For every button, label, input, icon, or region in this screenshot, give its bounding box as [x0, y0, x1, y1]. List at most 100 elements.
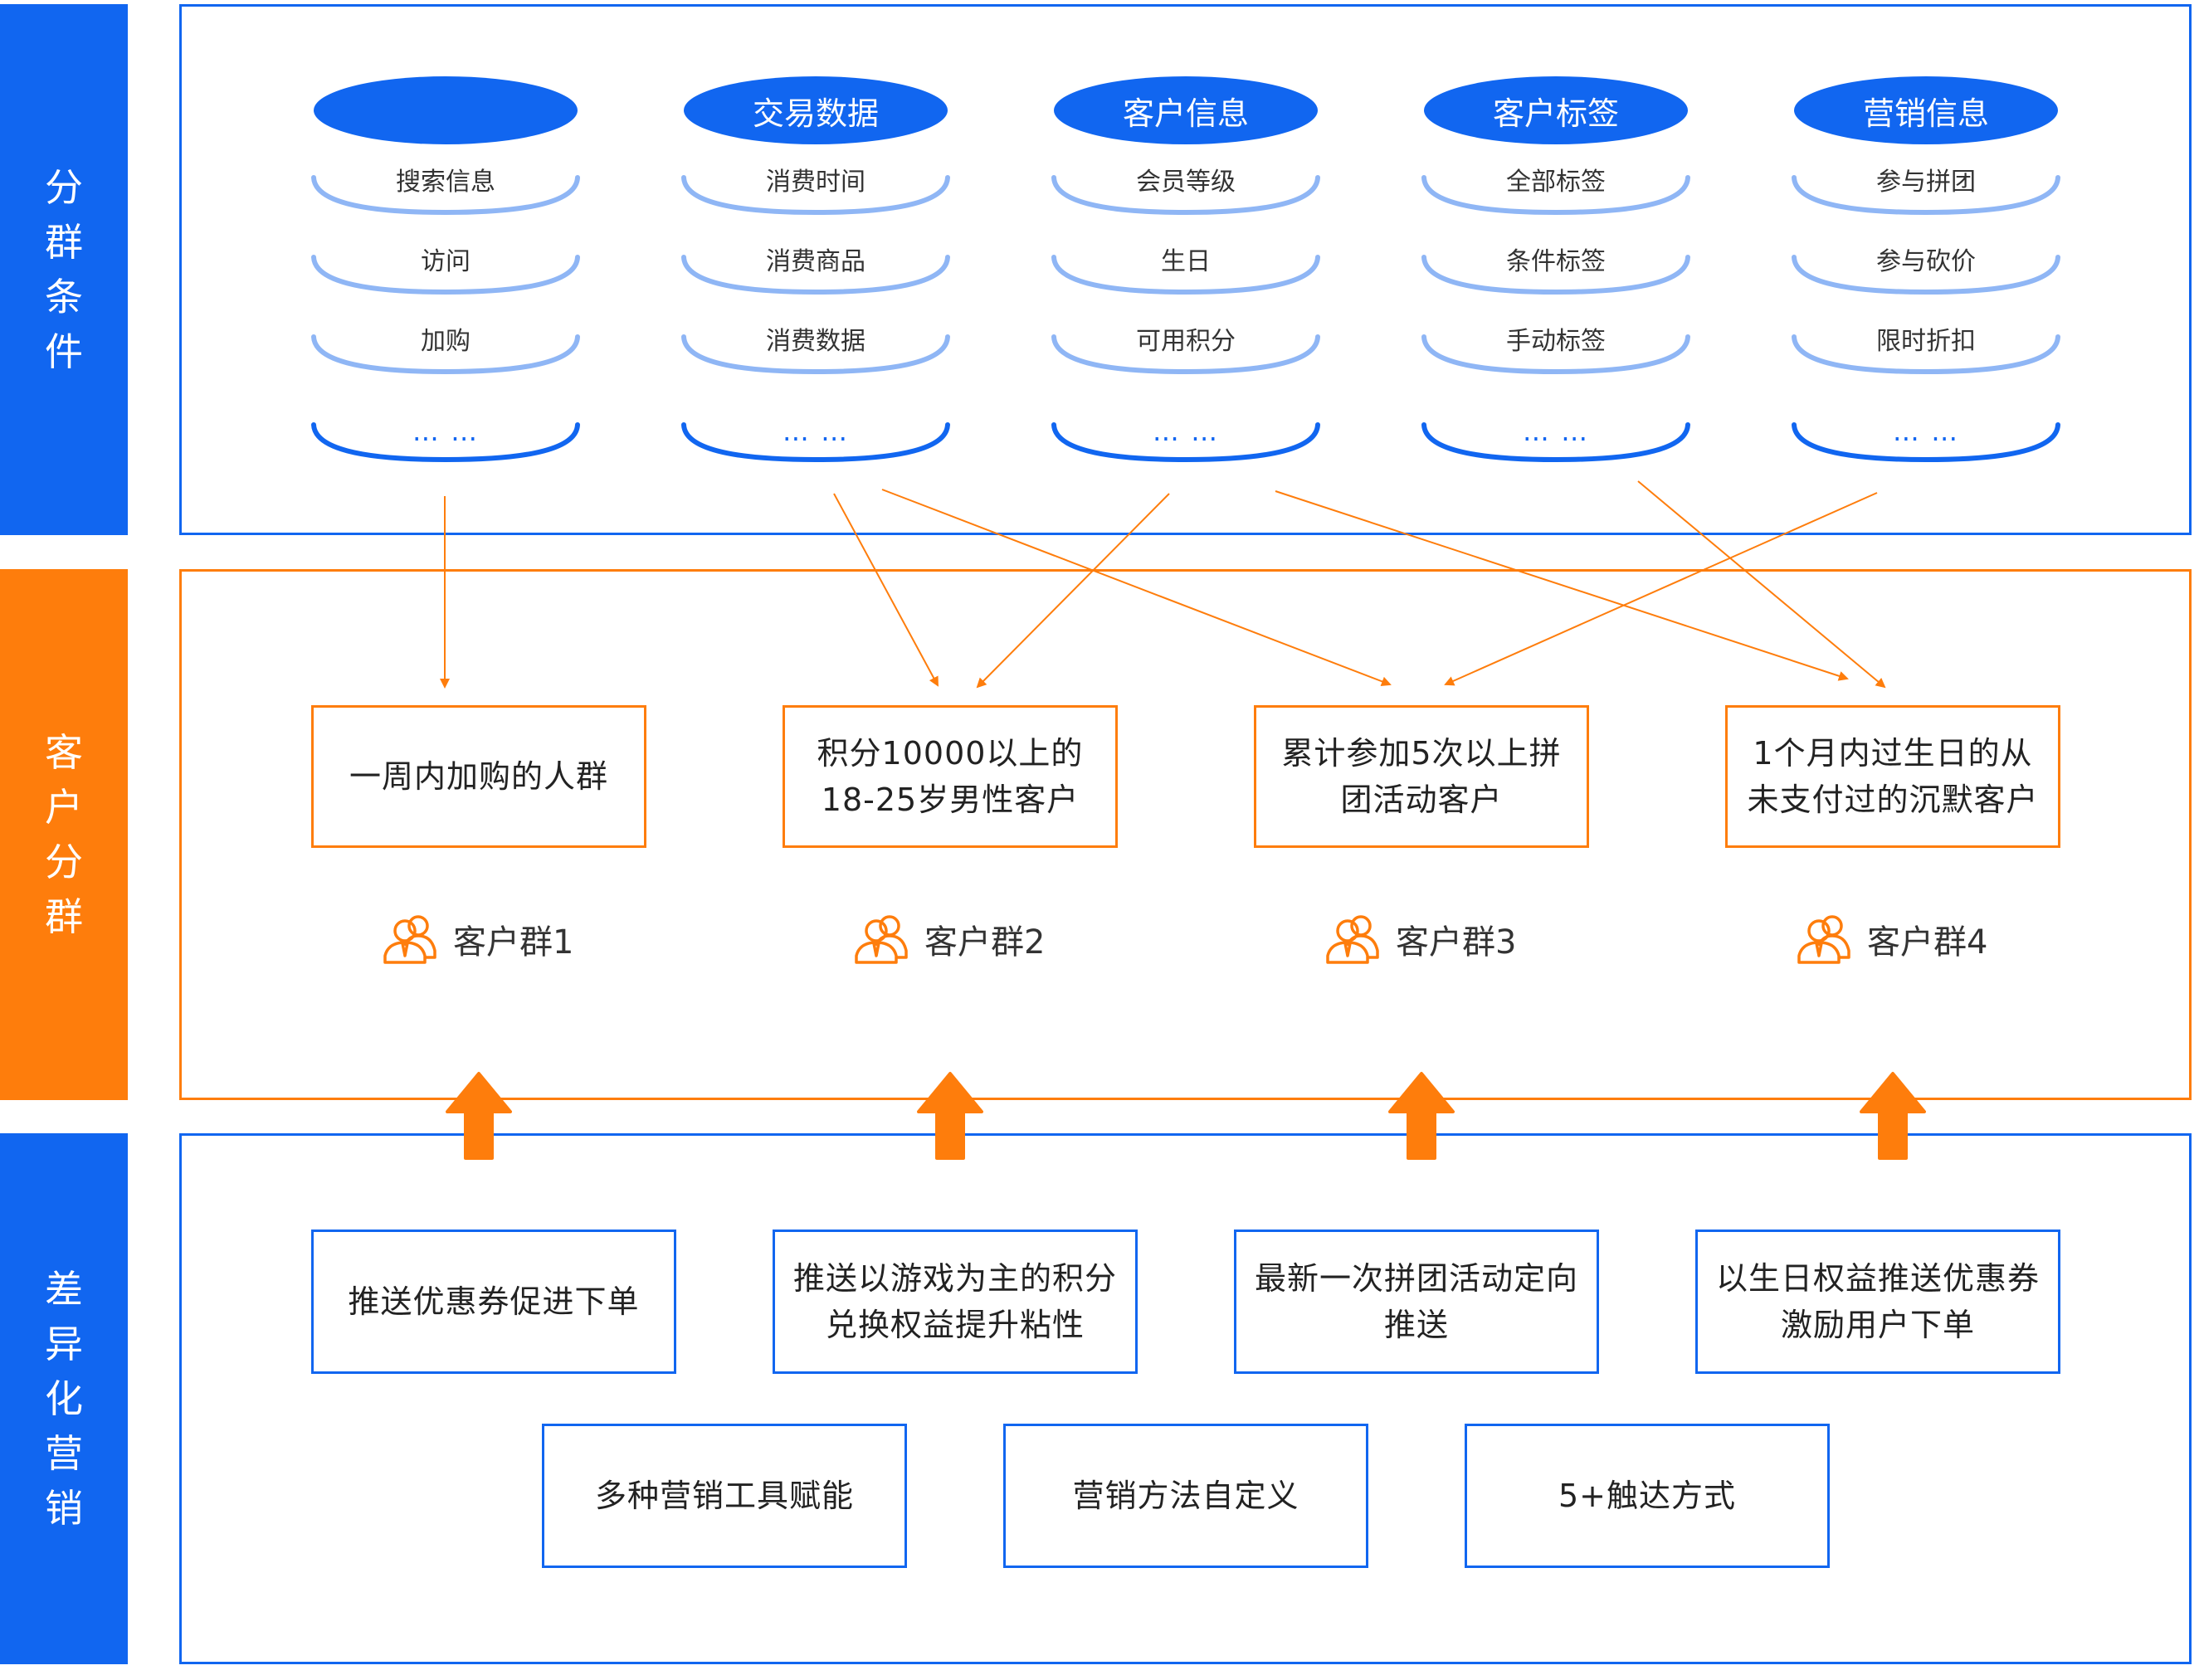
- disk-arc: [1792, 175, 2060, 216]
- condition-more: … …: [1049, 416, 1323, 466]
- condition-item: 全部标签: [1419, 168, 1693, 219]
- arrow-up-icon: [1860, 1070, 1926, 1165]
- condition-item-label: 可用积分: [1136, 327, 1236, 356]
- users-icon: [855, 915, 908, 964]
- segment-box-4: 1个月内过生日的从未支付过的沉默客户: [1725, 705, 2060, 848]
- condition-more: … …: [309, 416, 583, 466]
- users-icon: [383, 915, 436, 964]
- customer-group-name: 客户群1: [453, 923, 574, 962]
- marketing-capability-3: 5+触达方式: [1465, 1424, 1830, 1568]
- connector-line: [1637, 480, 1886, 689]
- disk-arc: [681, 334, 950, 375]
- condition-item: 会员等级: [1049, 168, 1323, 219]
- customer-group-label: 客户群4: [1794, 913, 1987, 966]
- condition-item: 手动标签: [1419, 327, 1693, 378]
- more-ellipsis: … …: [1892, 416, 1960, 447]
- condition-item: 访问: [309, 247, 583, 299]
- disk-arc: [1421, 255, 1690, 295]
- customer-group-label: 客户群1: [380, 913, 573, 966]
- users-icon: [1797, 915, 1850, 964]
- segment-box-1: 一周内加购的人群: [311, 705, 646, 848]
- condition-item-label: 参与砍价: [1876, 247, 1976, 276]
- condition-item-label: 生日: [1161, 247, 1211, 276]
- condition-column: 搜索信息访问加购 … …: [309, 76, 583, 466]
- customer-group-label: 客户群3: [1323, 913, 1516, 966]
- disk-arc: [1421, 175, 1690, 216]
- disk-arc: [1792, 422, 2060, 463]
- marketing-action-1: 推送优惠券促进下单: [311, 1230, 676, 1374]
- condition-item: 消费时间: [679, 168, 953, 219]
- condition-column: 客户信息会员等级生日可用积分… …: [1049, 76, 1323, 466]
- more-ellipsis: … …: [1152, 416, 1220, 447]
- connector-line: [833, 493, 939, 687]
- condition-item: 限时折扣: [1789, 327, 2063, 378]
- disk-arc: [1421, 334, 1690, 375]
- condition-category-head: 客户标签: [1424, 76, 1688, 144]
- more-ellipsis: … …: [1522, 416, 1590, 447]
- segment-box-2: 积分10000以上的18-25岁男性客户: [783, 705, 1118, 848]
- marketing-capability-1: 多种营销工具赋能: [542, 1424, 907, 1568]
- disk-arc: [311, 422, 580, 463]
- customer-group-name: 客户群3: [1396, 923, 1517, 962]
- condition-item-label: 限时折扣: [1876, 327, 1976, 356]
- disk-arc: [311, 334, 580, 375]
- customer-group-label: 客户群2: [851, 913, 1045, 966]
- customer-group-name: 客户群4: [1867, 923, 1988, 962]
- connector-line: [1275, 490, 1849, 681]
- side-label-customer-segmentation: 客户分群: [0, 569, 128, 1100]
- condition-item-label: 消费数据: [766, 327, 865, 356]
- condition-item-label: 手动标签: [1506, 327, 1606, 356]
- condition-item-label: 消费时间: [766, 168, 865, 197]
- users-icon: [1326, 915, 1379, 964]
- condition-more: … …: [679, 416, 953, 466]
- condition-item: 条件标签: [1419, 247, 1693, 299]
- condition-category-head: 营销信息: [1794, 76, 2058, 144]
- condition-item: 搜索信息: [309, 168, 583, 219]
- condition-more: … …: [1419, 416, 1693, 466]
- arrow-up-icon: [1388, 1070, 1455, 1165]
- condition-item: 参与拼团: [1789, 168, 2063, 219]
- condition-column: 营销信息参与拼团参与砍价限时折扣 … …: [1789, 76, 2063, 466]
- marketing-capability-2: 营销方法自定义: [1003, 1424, 1368, 1568]
- condition-item-label: 访问: [421, 247, 471, 276]
- marketing-action-3: 最新一次拼团活动定向推送: [1234, 1230, 1599, 1374]
- condition-item-label: 消费商品: [766, 247, 865, 276]
- condition-column: 客户标签全部标签条件标签手动标签 … …: [1419, 76, 1693, 466]
- condition-item-label: 搜索信息: [396, 168, 495, 197]
- arrow-up-icon: [446, 1070, 512, 1165]
- segmentation-panel: [179, 569, 2192, 1100]
- disk-arc: [1421, 422, 1690, 463]
- segment-box-3: 累计参加5次以上拼团活动客户: [1254, 705, 1589, 848]
- condition-item: 生日: [1049, 247, 1323, 299]
- condition-item-label: 全部标签: [1506, 168, 1606, 197]
- disk-arc: [1051, 422, 1320, 463]
- condition-category-head: 交易数据: [684, 76, 948, 144]
- disk-arc: [681, 255, 950, 295]
- side-label-differentiated-marketing: 差异化营销: [0, 1133, 128, 1664]
- condition-category-head: [314, 76, 578, 144]
- connector-line: [976, 493, 1170, 689]
- condition-item: 消费数据: [679, 327, 953, 378]
- marketing-action-2: 推送以游戏为主的积分兑换权益提升粘性: [773, 1230, 1138, 1374]
- disk-arc: [1792, 334, 2060, 375]
- condition-item: 加购: [309, 327, 583, 378]
- connector-line: [1444, 492, 1878, 686]
- condition-item: 参与砍价: [1789, 247, 2063, 299]
- disk-arc: [1051, 255, 1320, 295]
- condition-item-label: 会员等级: [1136, 168, 1236, 197]
- disk-arc: [311, 255, 580, 295]
- condition-item-label: 条件标签: [1506, 247, 1606, 276]
- side-label-text: 分群条件: [45, 165, 83, 374]
- condition-item: 可用积分: [1049, 327, 1323, 378]
- side-label-text: 差异化营销: [45, 1267, 83, 1531]
- conditions-panel: [179, 4, 2192, 535]
- condition-item: 消费商品: [679, 247, 953, 299]
- arrow-up-icon: [917, 1070, 983, 1165]
- marketing-action-4: 以生日权益推送优惠券激励用户下单: [1695, 1230, 2060, 1374]
- disk-arc: [1051, 175, 1320, 216]
- disk-arc: [311, 175, 580, 216]
- more-ellipsis: … …: [782, 416, 850, 447]
- condition-column: 交易数据消费时间消费商品消费数据 … …: [679, 76, 953, 466]
- side-label-segment-conditions: 分群条件: [0, 4, 128, 535]
